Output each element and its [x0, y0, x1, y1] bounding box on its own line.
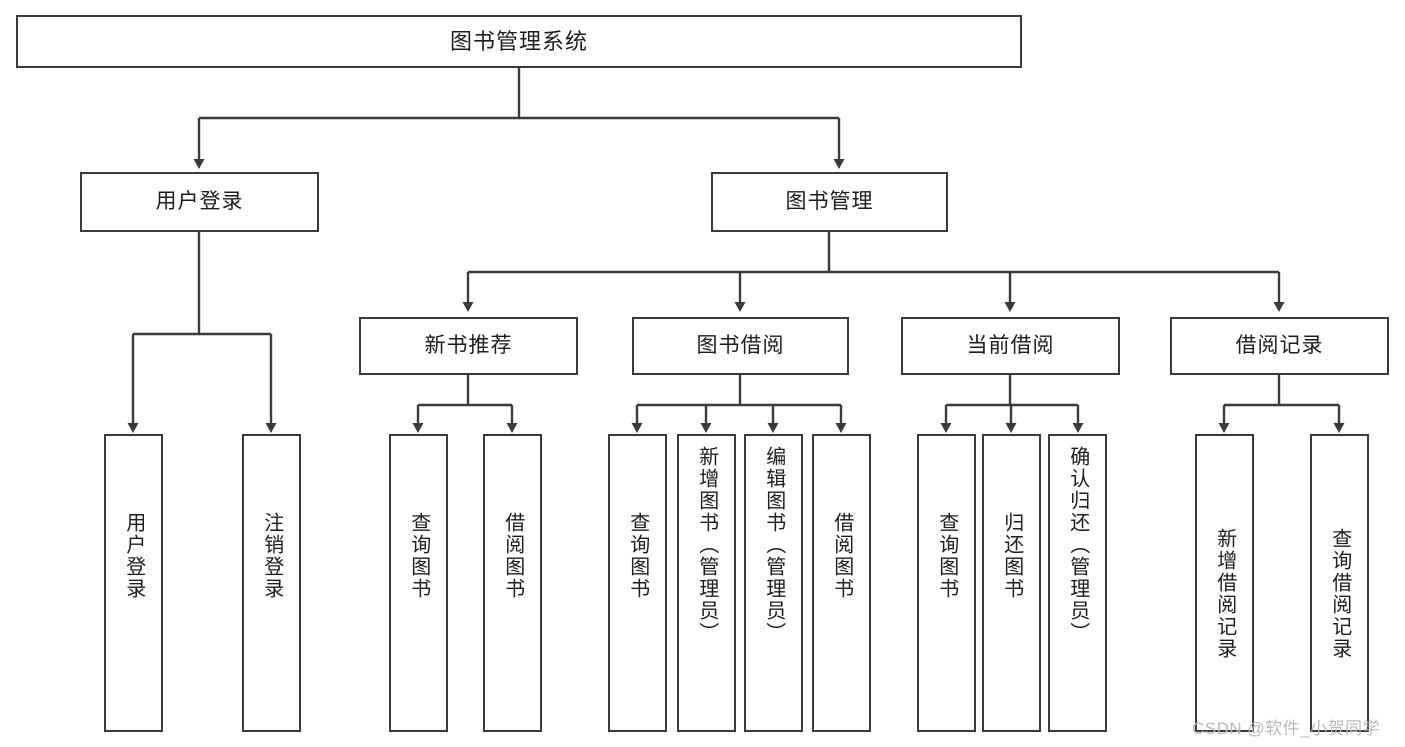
leaf-recommend-borrow-book[interactable]: 借阅图书 [483, 434, 542, 732]
node-new-book-recommend[interactable]: 新书推荐 [359, 317, 578, 375]
leaf-recommend-query-book[interactable]: 查询图书 [389, 434, 448, 732]
node-current-borrow[interactable]: 当前借阅 [901, 317, 1120, 375]
leaf-query-borrow-record[interactable]: 查询借阅记录 [1310, 434, 1369, 732]
node-borrow-record-label: 借阅记录 [1235, 333, 1324, 357]
csdn-watermark: CSDN @软件_小贺同学 [1192, 719, 1381, 738]
leaf-user-login-label: 用户登录 [122, 512, 145, 600]
node-book-borrow[interactable]: 图书借阅 [632, 317, 849, 375]
node-user-login[interactable]: 用户登录 [80, 172, 319, 232]
leaf-add-book-admin-label: 新增图书（管理员） [695, 446, 718, 644]
leaf-borrow-book[interactable]: 借阅图书 [812, 434, 871, 732]
leaf-query-borrow-record-label: 查询借阅记录 [1328, 528, 1351, 660]
leaf-edit-book-admin[interactable]: 编辑图书（管理员） [744, 434, 803, 732]
node-borrow-record[interactable]: 借阅记录 [1170, 317, 1389, 375]
node-book-management-label: 图书管理 [785, 189, 874, 213]
node-root-label: 图书管理系统 [449, 28, 588, 54]
leaf-return-book-label: 归还图书 [1000, 512, 1023, 600]
leaf-current-query-book-label: 查询图书 [935, 512, 958, 600]
leaf-borrow-query-book-label: 查询图书 [626, 512, 649, 600]
node-current-borrow-label: 当前借阅 [966, 333, 1055, 357]
leaf-borrow-book-label: 借阅图书 [830, 512, 853, 600]
leaf-logout[interactable]: 注销登录 [242, 434, 301, 732]
leaf-recommend-borrow-book-label: 借阅图书 [501, 512, 524, 600]
node-book-management[interactable]: 图书管理 [711, 172, 948, 232]
leaf-edit-book-admin-label: 编辑图书（管理员） [762, 446, 785, 644]
node-root[interactable]: 图书管理系统 [16, 15, 1022, 68]
node-book-borrow-label: 图书借阅 [696, 333, 785, 357]
leaf-add-book-admin[interactable]: 新增图书（管理员） [677, 434, 736, 732]
leaf-recommend-query-book-label: 查询图书 [407, 512, 430, 600]
leaf-return-book[interactable]: 归还图书 [982, 434, 1041, 732]
leaf-add-borrow-record-label: 新增借阅记录 [1213, 528, 1236, 660]
leaf-logout-label: 注销登录 [260, 512, 283, 600]
node-new-book-recommend-label: 新书推荐 [424, 333, 513, 357]
leaf-user-login[interactable]: 用户登录 [104, 434, 163, 732]
leaf-confirm-return-admin[interactable]: 确认归还（管理员） [1048, 434, 1107, 732]
leaf-confirm-return-admin-label: 确认归还（管理员） [1066, 446, 1089, 644]
node-user-login-label: 用户登录 [155, 189, 244, 213]
leaf-borrow-query-book[interactable]: 查询图书 [608, 434, 667, 732]
leaf-add-borrow-record[interactable]: 新增借阅记录 [1195, 434, 1254, 732]
leaf-current-query-book[interactable]: 查询图书 [917, 434, 976, 732]
